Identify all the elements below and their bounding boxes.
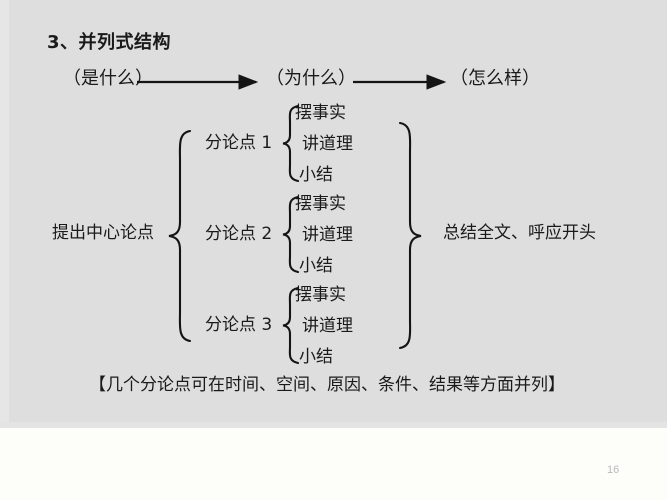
branch-2-item-3: 小结: [299, 256, 333, 276]
branch-1-item-1: 摆事实: [295, 103, 346, 123]
page-number: 16: [607, 464, 620, 476]
branch-3-item-2: 讲道理: [302, 316, 353, 336]
diagram-connectors: [137, 74, 447, 365]
branch-2-item-1: 摆事实: [295, 194, 346, 214]
branch-label-1: 分论点 1: [205, 133, 273, 153]
branch-label-2: 分论点 2: [205, 224, 273, 244]
slide-left-edge-strip: [0, 0, 9, 428]
branch-2-item-2: 讲道理: [302, 225, 353, 245]
slide-canvas: 3、并列式结构 （是什么） （为什么） （怎么样） 提出中心论点 总结全文、呼应…: [0, 0, 667, 428]
footnote-text: 【几个分论点可在时间、空间、原因、条件、结果等方面并列】: [89, 375, 565, 395]
brace-main-left: [168, 129, 192, 343]
conclusion-label: 总结全文、呼应开头: [443, 223, 596, 243]
branch-3-item-1: 摆事实: [295, 285, 346, 305]
brace-main-right: [398, 121, 422, 350]
flow-step-why: （为什么）: [266, 68, 356, 89]
branch-label-3: 分论点 3: [205, 315, 273, 335]
branch-3-item-3: 小结: [299, 347, 333, 367]
branch-1-item-2: 讲道理: [302, 134, 353, 154]
flow-step-how: （怎么样）: [450, 68, 540, 89]
slide-bottom-edge-strip: [0, 422, 667, 428]
flow-step-what: （是什么）: [63, 68, 153, 89]
branch-1-item-3: 小结: [299, 165, 333, 185]
page-title: 3、并列式结构: [47, 32, 172, 53]
central-claim-label: 提出中心论点: [52, 223, 154, 243]
